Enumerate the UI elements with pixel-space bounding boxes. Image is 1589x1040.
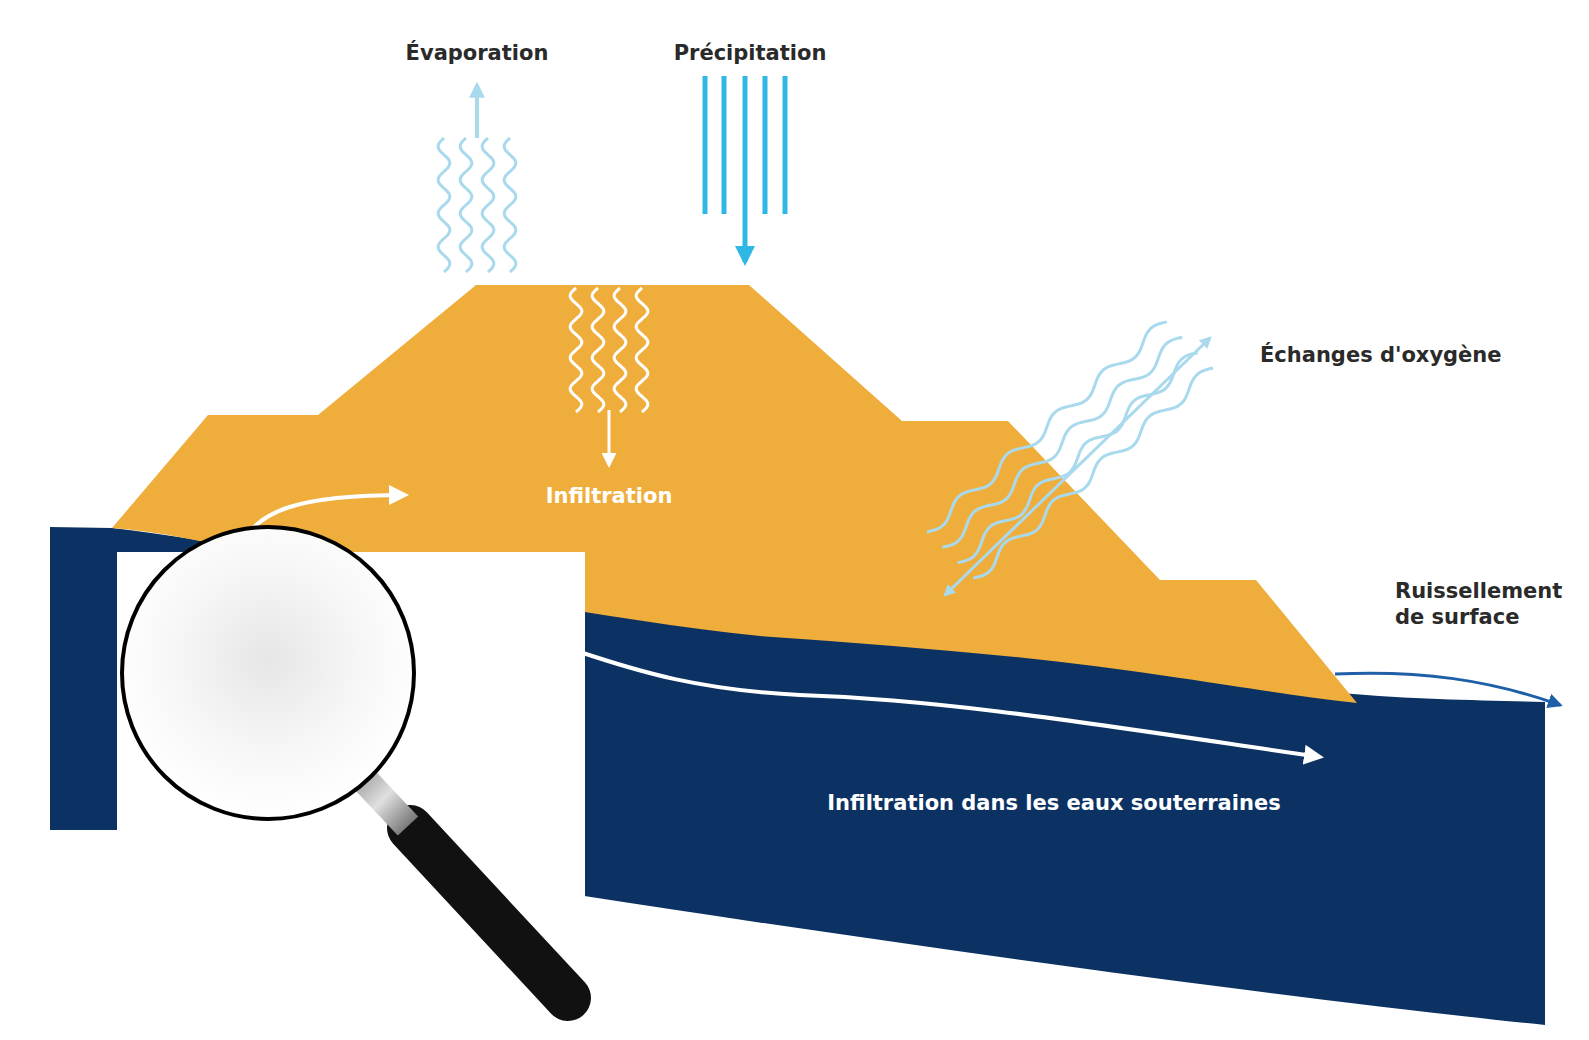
wave-line: [482, 138, 494, 272]
oxygen-arrow: [945, 338, 1210, 595]
label: Précipitation: [674, 40, 827, 66]
wave-line: [438, 138, 450, 272]
infiltration-arrow: [608, 410, 611, 465]
wave-line: [927, 322, 1167, 532]
wave-line: [942, 337, 1182, 547]
evaporation-waves: [438, 138, 516, 272]
oxygen-waves: [927, 322, 1213, 578]
wave-line: [636, 288, 648, 412]
groundwater-flow-arrow: [580, 652, 1320, 757]
label: Infiltration: [546, 483, 673, 509]
evaporation-arrow: [475, 85, 479, 138]
label: Infiltration dans les eaux souterraines: [827, 790, 1280, 816]
magnifier-icon: [117, 527, 585, 1022]
wave-line: [504, 138, 516, 272]
runoff-arrow: [1335, 673, 1560, 705]
wave-line: [973, 368, 1213, 578]
wave-line: [460, 138, 472, 272]
precipitation-lines: [705, 76, 785, 262]
label: Ruissellement de surface: [1395, 578, 1570, 631]
infiltration-waves: [570, 288, 648, 412]
label: Évaporation: [406, 40, 549, 66]
label: Échanges d'oxygène: [1260, 342, 1502, 368]
wave-line: [570, 288, 582, 412]
wave-line: [592, 288, 604, 412]
wave-line: [614, 288, 626, 412]
